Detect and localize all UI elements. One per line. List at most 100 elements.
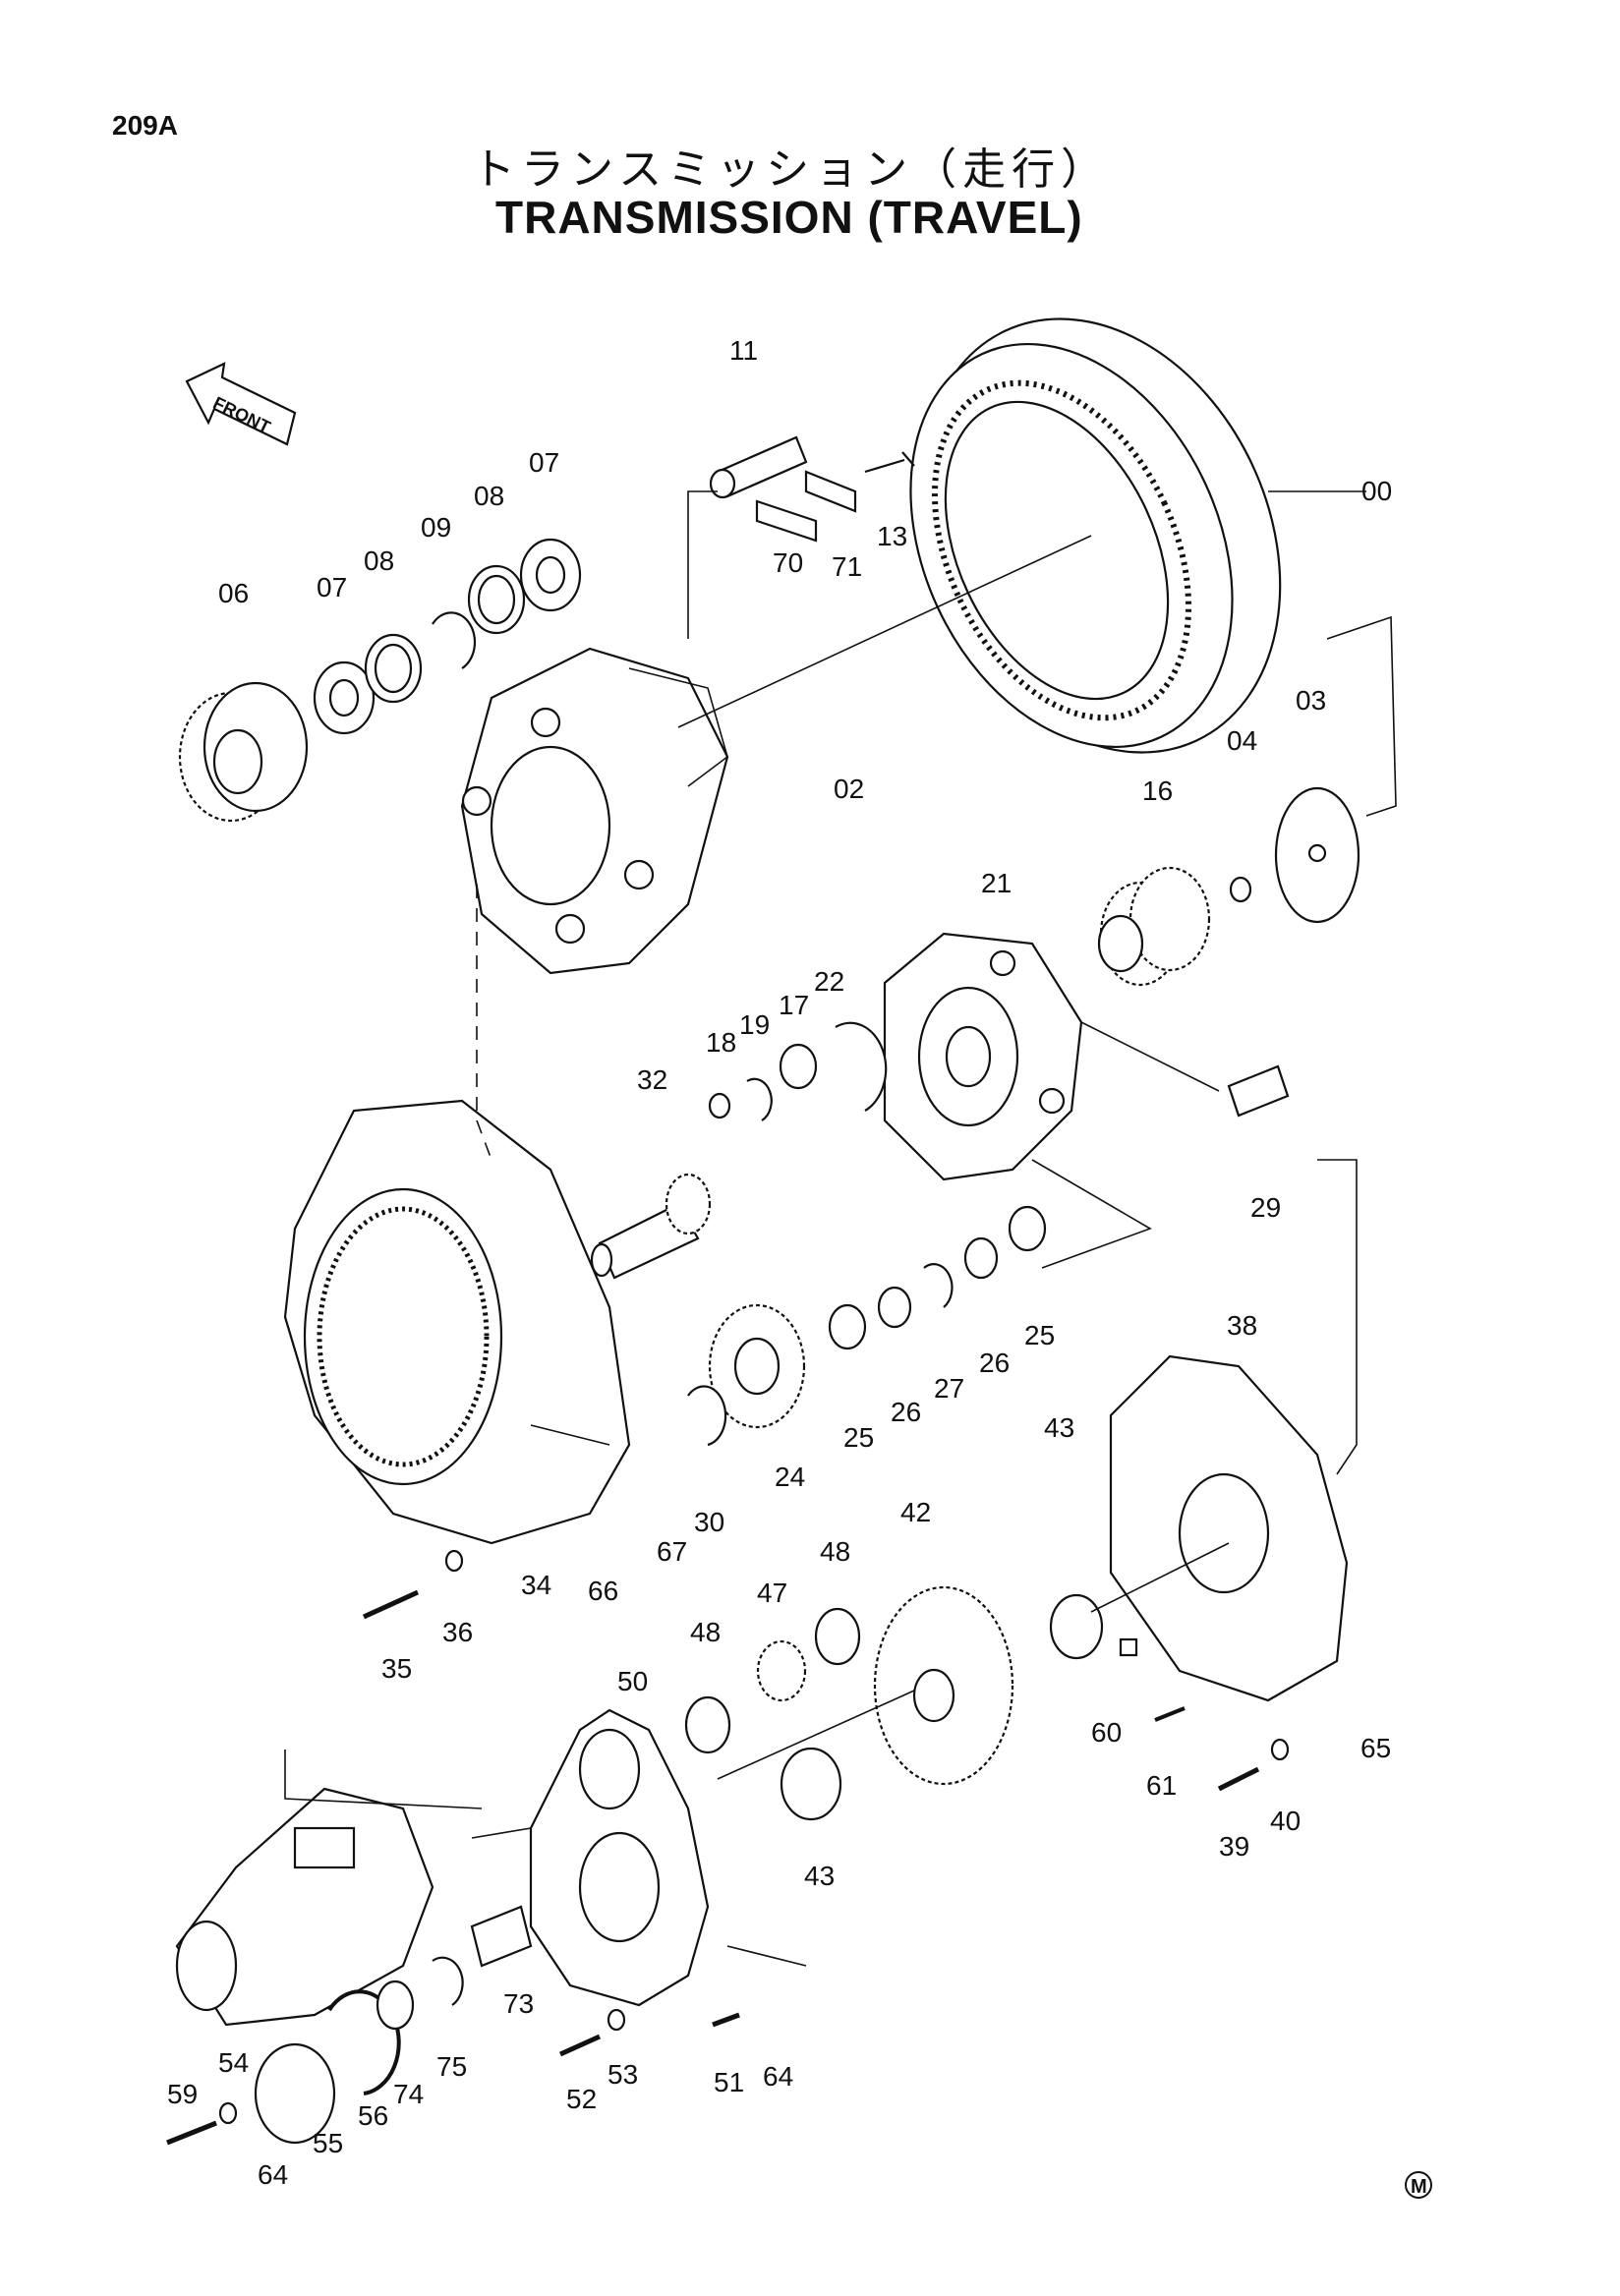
- callout: 38: [1227, 1310, 1257, 1341]
- bolt-52: [558, 2034, 602, 2057]
- callout: 73: [503, 1988, 534, 2019]
- callout: 48: [690, 1617, 721, 1647]
- callout: 50: [617, 1666, 648, 1696]
- callout: 75: [436, 2051, 467, 2082]
- callout: 32: [637, 1064, 667, 1095]
- washer-04: [1229, 876, 1252, 903]
- bearing-48b: [684, 1695, 731, 1754]
- pin-29: [1227, 1064, 1290, 1118]
- bearing-25a: [828, 1303, 867, 1350]
- callout: 70: [773, 547, 803, 578]
- callout: 67: [657, 1536, 687, 1567]
- callout: 24: [775, 1462, 805, 1492]
- callout: 39: [1219, 1831, 1249, 1862]
- bearing-43a: [1049, 1593, 1104, 1660]
- callout: 17: [779, 990, 809, 1020]
- washer-40: [1270, 1738, 1290, 1761]
- callout: 55: [313, 2128, 343, 2158]
- callout: 08: [364, 545, 394, 576]
- callout: 74: [393, 2079, 424, 2109]
- ring-26a: [877, 1286, 912, 1329]
- bolt-39: [1217, 1766, 1260, 1792]
- snap-ring-19: [746, 1077, 773, 1121]
- callout: 06: [218, 578, 249, 608]
- callout: 47: [757, 1578, 787, 1608]
- callout: 71: [832, 551, 862, 582]
- bolt-61: [1154, 1706, 1186, 1722]
- callout: 65: [1360, 1733, 1391, 1763]
- shaft-32: [590, 1173, 712, 1280]
- callout: 42: [900, 1497, 931, 1527]
- callout: 61: [1146, 1770, 1177, 1801]
- bolt-59: [166, 2120, 217, 2146]
- callout: 56: [358, 2100, 388, 2131]
- callout: 07: [529, 447, 559, 478]
- callout: 19: [739, 1009, 770, 1040]
- callout: 02: [834, 774, 864, 804]
- callout: 22: [814, 966, 844, 997]
- callout: 54: [218, 2047, 249, 2078]
- bearing-43b: [780, 1747, 842, 1821]
- callout: 03: [1296, 685, 1326, 716]
- carrier-part: [460, 647, 729, 975]
- carrier-21: [883, 932, 1083, 1181]
- motor-assembly: [175, 1787, 434, 2027]
- callout: 43: [1044, 1412, 1074, 1443]
- callout: 60: [1091, 1717, 1122, 1748]
- bearing-25b: [1008, 1205, 1047, 1252]
- callout: 48: [820, 1536, 850, 1567]
- washer-36: [444, 1549, 464, 1573]
- callout: 43: [804, 1861, 835, 1891]
- title-english: TRANSMISSION (TRAVEL): [495, 192, 1083, 243]
- planet-gear-06: [178, 681, 309, 823]
- callout: 08: [474, 481, 504, 511]
- plate-70: [755, 499, 818, 543]
- bearing-17: [779, 1043, 818, 1090]
- callout: 52: [566, 2084, 597, 2114]
- ring-74: [376, 1980, 415, 2031]
- callout: 18: [706, 1027, 736, 1058]
- part-73: [470, 1905, 533, 1968]
- washer-54: [218, 2101, 238, 2125]
- housing-38: [1109, 1354, 1349, 1702]
- callout: 53: [608, 2059, 638, 2090]
- snap-ring-27: [923, 1263, 954, 1308]
- bolt-13: [864, 451, 915, 474]
- callout: 30: [694, 1507, 724, 1537]
- snap-ring-30: [687, 1385, 727, 1447]
- pin-51: [712, 2012, 740, 2028]
- page-code: 209A: [112, 110, 178, 141]
- corner-mark-label: M: [1411, 2176, 1427, 2198]
- callout: 64: [763, 2061, 793, 2092]
- callout: 09: [421, 512, 451, 543]
- callout: 25: [1024, 1320, 1055, 1350]
- ring-26b: [963, 1236, 999, 1280]
- title-japanese: トランスミッション（走行）: [472, 144, 1111, 195]
- callout: 11: [729, 335, 758, 366]
- callout: 29: [1250, 1192, 1281, 1223]
- callout: 34: [521, 1570, 551, 1600]
- pin-11: [709, 435, 808, 499]
- bearing-48a: [814, 1607, 861, 1666]
- collar-18: [708, 1092, 731, 1119]
- callout: 21: [981, 868, 1012, 898]
- housing-34: [283, 1099, 631, 1545]
- callout: 51: [714, 2067, 744, 2097]
- callout: 13: [877, 521, 907, 551]
- callout: 04: [1227, 725, 1257, 756]
- plate-71: [804, 470, 857, 513]
- callout: 26: [891, 1397, 921, 1427]
- callout: 64: [258, 2159, 288, 2190]
- housing-50: [529, 1708, 710, 2007]
- cover-55: [254, 2042, 336, 2145]
- callout: 00: [1361, 476, 1392, 506]
- callout: 40: [1270, 1806, 1301, 1836]
- snap-ring-09: [432, 611, 477, 669]
- gear-47: [756, 1639, 807, 1702]
- callout: 66: [588, 1576, 618, 1606]
- callout: 35: [381, 1653, 412, 1684]
